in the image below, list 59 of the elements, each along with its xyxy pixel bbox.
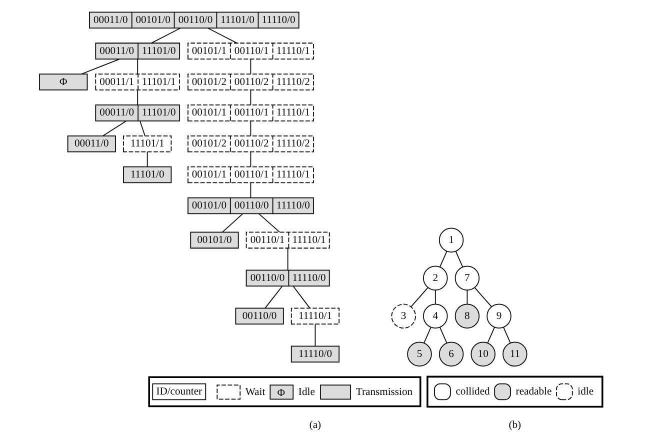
node-box: 11101/1 [123, 135, 172, 152]
connector [503, 326, 511, 344]
label: Φ [277, 388, 285, 400]
node-box: 00011/0 [67, 135, 116, 152]
connector [222, 213, 244, 232]
node-circle: 2 [423, 266, 448, 291]
connector [137, 58, 138, 74]
connector [434, 290, 436, 304]
connector [146, 152, 148, 168]
node-circle: 10 [470, 342, 496, 367]
label: (b) [508, 420, 522, 432]
node-circle: 3 [391, 304, 416, 329]
node-box: 11110/0 [290, 346, 340, 363]
node-circle: 6 [438, 342, 464, 367]
legend-label: collided [456, 386, 490, 398]
cluster [148, 376, 422, 408]
connector [250, 152, 252, 168]
node-circle: 8 [454, 304, 480, 329]
connector [250, 182, 252, 198]
connector [140, 120, 146, 136]
node-circle: 4 [423, 304, 448, 329]
connector [137, 90, 138, 106]
connector [250, 58, 252, 74]
connector [455, 250, 464, 268]
node-box: Φ [39, 74, 88, 90]
legend-label: Wait [245, 386, 266, 398]
node-box: 11101/0 [123, 166, 172, 184]
node-circle: 11 [502, 342, 528, 367]
connector [287, 248, 288, 271]
connector [487, 326, 495, 344]
connector [314, 324, 316, 347]
connector [466, 290, 468, 304]
connector [424, 326, 432, 344]
node-circle: 1 [438, 228, 464, 253]
connector [410, 287, 428, 308]
connector [250, 90, 252, 106]
legend-label: Idle [298, 386, 315, 398]
node-circle: 7 [454, 266, 480, 291]
legend-label: idle [578, 386, 594, 398]
node-box: ID/counter [152, 383, 206, 400]
connector [258, 213, 280, 232]
node-circle: 9 [486, 304, 512, 329]
connector [151, 28, 181, 44]
legend-label: Transmission [356, 386, 413, 398]
connector [250, 120, 252, 136]
connector [292, 286, 310, 309]
node-circle: 5 [407, 342, 432, 367]
connector [439, 326, 448, 344]
label: (a) [309, 420, 322, 432]
node-box: 00110/0 [235, 308, 284, 325]
node-box: 11110/1 [290, 308, 340, 325]
node-box [426, 376, 604, 408]
legend-label: readable [516, 386, 552, 398]
connector [439, 250, 448, 268]
connector [474, 287, 492, 308]
node-box: 00101/0 [190, 232, 239, 249]
connector [102, 120, 127, 136]
connector [81, 58, 120, 74]
connector [264, 286, 283, 309]
